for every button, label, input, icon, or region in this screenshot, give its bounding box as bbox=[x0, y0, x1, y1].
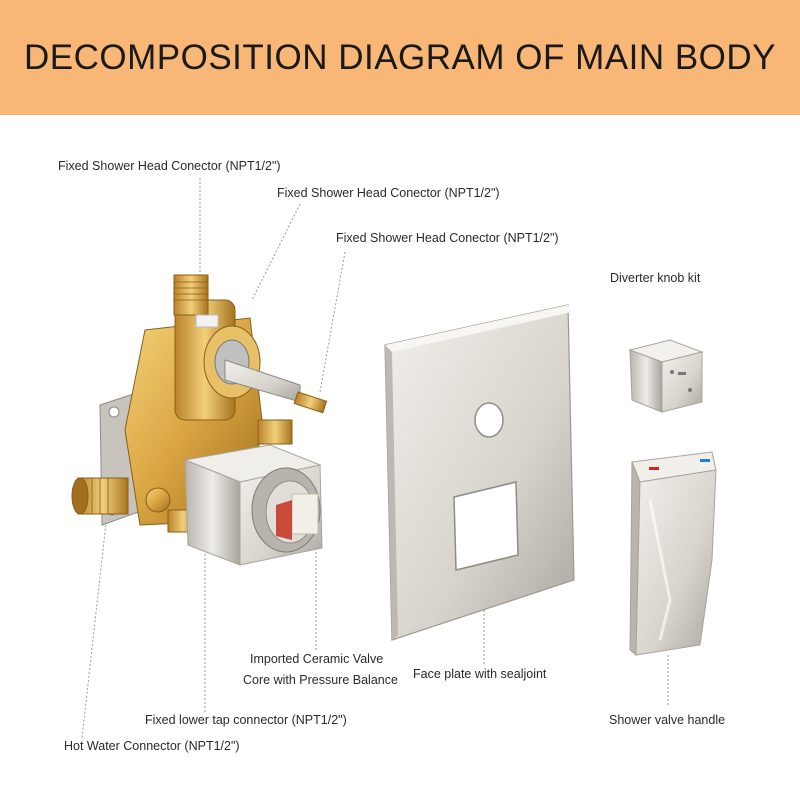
label-diverter-knob: Diverter knob kit bbox=[610, 271, 701, 285]
face-plate bbox=[384, 304, 575, 641]
label-top-connector-2: Fixed Shower Head Conector (NPT1/2") bbox=[277, 186, 500, 200]
exploded-diagram bbox=[71, 178, 717, 739]
shower-valve-handle bbox=[629, 451, 717, 657]
leader-lines bbox=[81, 178, 669, 739]
label-lower-tap: Fixed lower tap connector (NPT1/2") bbox=[145, 713, 347, 727]
leader-top-connector-3 bbox=[319, 251, 346, 393]
label-valve-core-line1: Imported Ceramic Valve bbox=[250, 652, 384, 666]
diverter-knob bbox=[628, 339, 704, 413]
title-banner: DECOMPOSITION DIAGRAM OF MAIN BODY bbox=[0, 0, 800, 115]
leader-hot-water bbox=[81, 504, 109, 739]
cold-indicator-icon bbox=[700, 459, 710, 462]
label-handle: Shower valve handle bbox=[609, 713, 726, 727]
label-top-connector-3: Fixed Shower Head Conector (NPT1/2") bbox=[336, 231, 559, 245]
label-face-plate: Face plate with sealjoint bbox=[413, 667, 547, 681]
hot-indicator-icon bbox=[649, 467, 659, 470]
valve-trim-cap bbox=[183, 444, 323, 566]
brass-valve-body bbox=[71, 274, 328, 533]
page-title: DECOMPOSITION DIAGRAM OF MAIN BODY bbox=[23, 37, 777, 77]
diverter-symbols-icon bbox=[670, 370, 692, 392]
label-top-connector-1: Fixed Shower Head Conector (NPT1/2") bbox=[58, 159, 281, 173]
leader-top-connector-2 bbox=[251, 203, 301, 301]
label-hot-water: Hot Water Connector (NPT1/2") bbox=[64, 739, 240, 753]
label-valve-core-line2: Core with Pressure Balance bbox=[243, 673, 398, 687]
